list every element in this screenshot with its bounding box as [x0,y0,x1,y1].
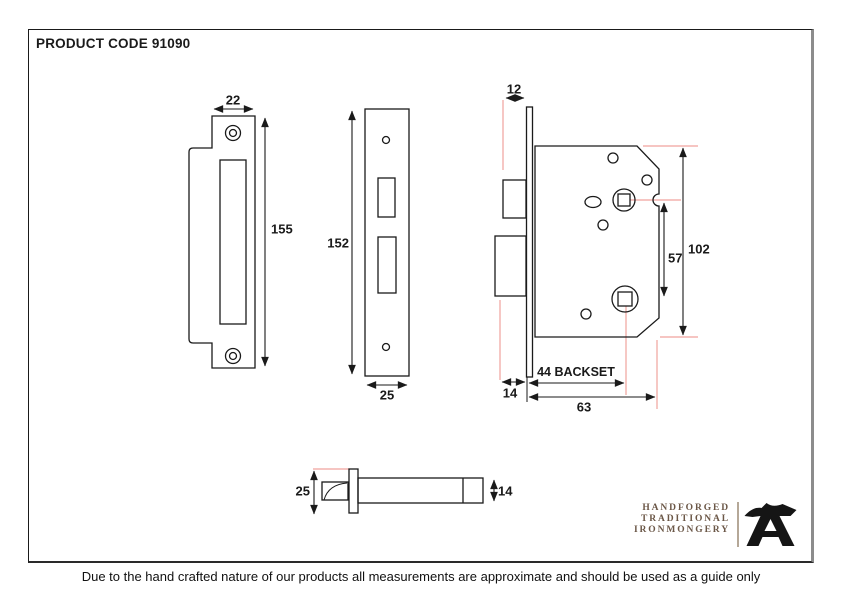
dim-label-case-height: 102 [688,241,710,257]
faceplate-screw-hole-bottom [381,342,391,352]
lock-body-view [494,106,660,402]
case-hole [607,152,619,164]
dim-label-faceplate-offset: 14 [502,385,518,401]
spindle-follower [612,188,636,212]
latch-faceplate [348,468,359,514]
dim-label-case-depth: 63 [576,399,592,415]
dim-label-strike-width: 22 [225,92,241,108]
latch-bolt [502,179,527,219]
strike-screw-hole-top [224,124,242,142]
strike-plate-outline [188,115,256,369]
turn-follower [611,285,639,313]
dim-label-backset: 44 BACKSET [537,365,615,379]
latch-side-view [321,468,484,514]
spindle-square [617,193,631,207]
faceplate-screw-hole-top [381,135,391,145]
latch-bevel-curve [323,482,348,501]
faceplate-edge [525,106,534,378]
latch-barrel [357,477,484,504]
strike-screw-hole-top-inner [228,128,238,138]
strike-screw-hole-bottom-inner [228,351,238,361]
faceplate-latch-slot [377,177,396,218]
case-hole [641,174,653,186]
dim-label-faceplate-width: 25 [379,387,395,403]
product-code: PRODUCT CODE 91090 [36,36,191,51]
brand-line-handforged: HANDFORGED [642,503,730,513]
dim-label-latch-projection: 12 [506,81,522,97]
faceplate-view [364,108,410,377]
strike-plate-view [188,115,256,369]
dim-label-latch-body-height: 25 [295,483,310,499]
case-oval-hole [584,195,602,209]
dim-label-follower-centers: 57 [668,250,683,266]
extension-lines [313,100,698,470]
anvil-logo-icon [744,503,797,546]
dim-label-strike-height: 155 [271,221,293,237]
strike-screw-hole-bottom [224,347,242,365]
deadbolt [494,235,527,297]
lock-case-outline [534,145,660,338]
footer-disclaimer: Due to the hand crafted nature of our pr… [81,569,761,584]
brand-text-block: HANDFORGED TRADITIONAL IRONMONGERY [608,503,730,536]
latch-head [321,481,349,501]
dim-label-latch-barrel-height: 14 [498,483,513,499]
faceplate-deadbolt-slot [377,236,397,294]
dimension-lines [213,94,687,515]
brand-line-ironmongery: IRONMONGERY [633,525,730,535]
turn-square [617,291,633,307]
brand-separator [737,502,739,547]
dim-label-faceplate-height: 152 [327,235,349,251]
strike-slot [219,159,247,325]
case-hole [580,308,592,320]
brand-line-traditional: TRADITIONAL [641,514,730,524]
faceplate-outline [364,108,410,377]
case-hole [597,219,609,231]
